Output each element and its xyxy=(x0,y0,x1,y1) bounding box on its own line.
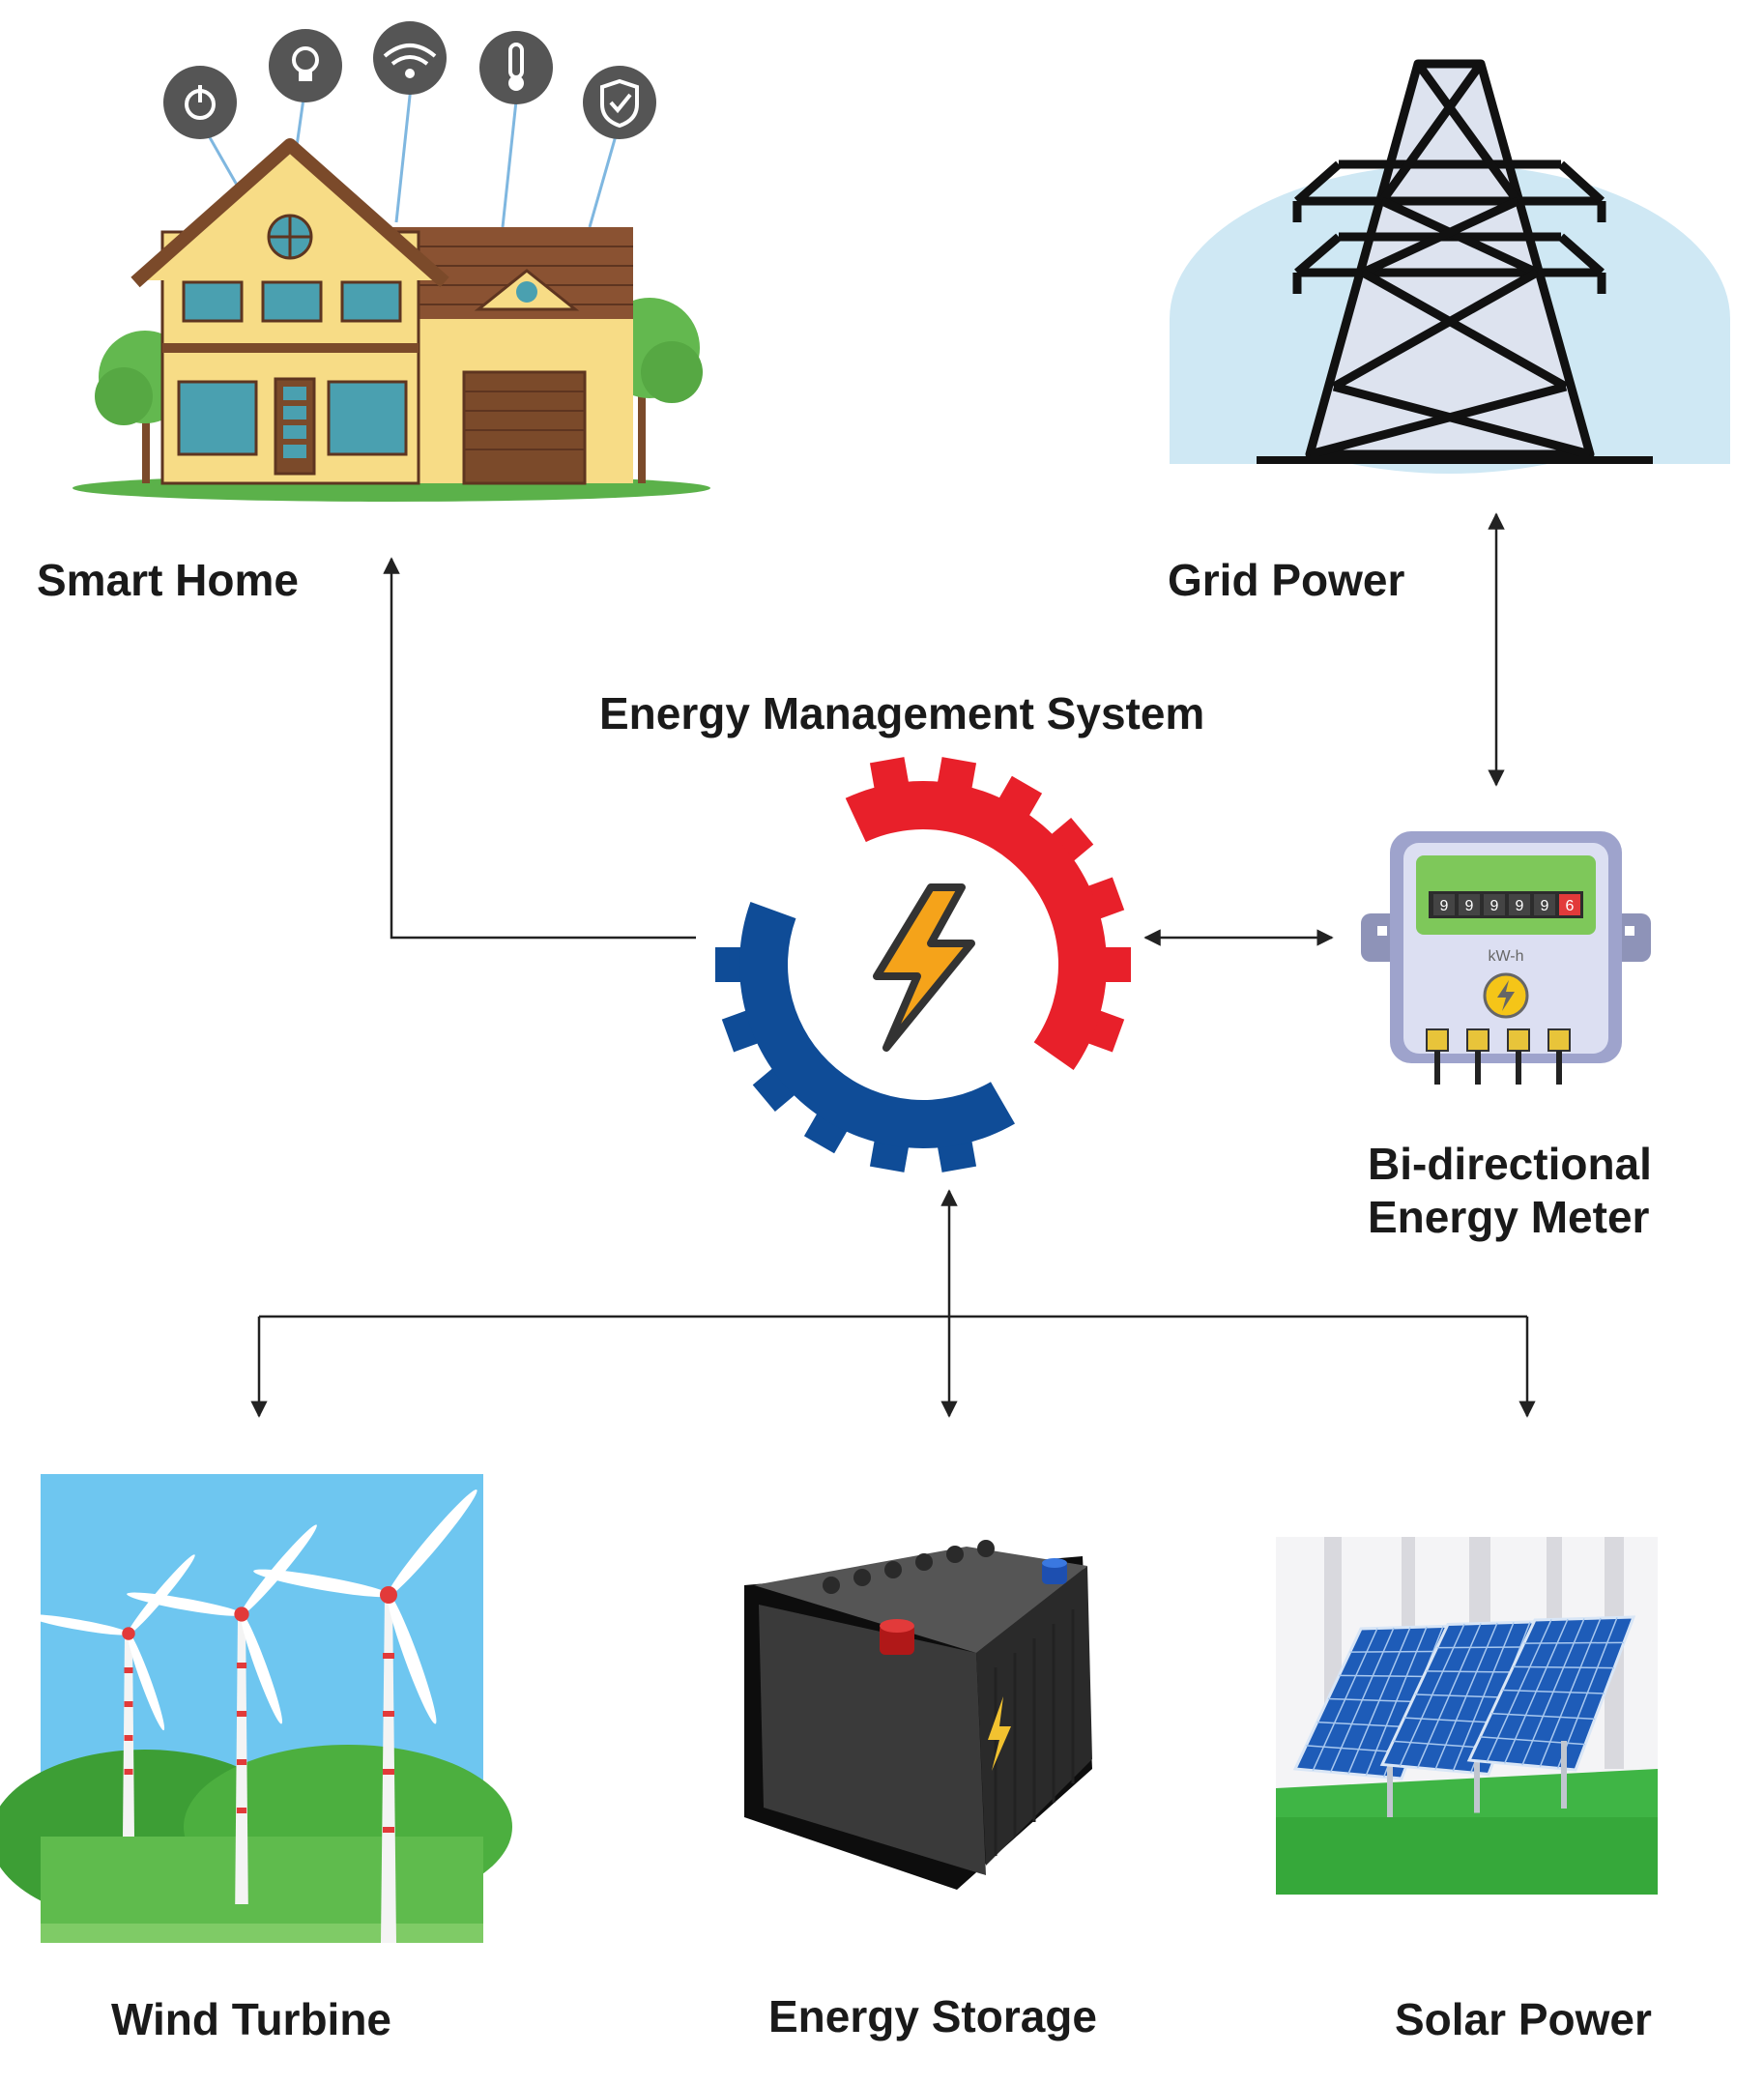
battery-illustration xyxy=(744,1540,1092,1890)
energy-storage-label: Energy Storage xyxy=(768,1991,1097,2041)
thermometer-icon xyxy=(479,31,553,104)
wifi-icon xyxy=(373,21,447,95)
wind-turbine-illustration xyxy=(0,1474,512,1943)
lightning-bolt-icon xyxy=(873,883,975,1052)
grid-power-label: Grid Power xyxy=(1168,555,1405,605)
meter-unit: kW-h xyxy=(1488,948,1523,965)
svg-text:9: 9 xyxy=(1440,898,1449,914)
svg-text:9: 9 xyxy=(1465,898,1474,914)
power-icon xyxy=(163,66,237,139)
meter-label-line1: Bi-directional xyxy=(1368,1139,1652,1189)
solar-panel-illustration xyxy=(1276,1537,1658,1895)
svg-text:9: 9 xyxy=(1541,898,1549,914)
connector-lines xyxy=(250,512,1536,1418)
transmission-tower-illustration xyxy=(1170,59,1730,474)
ems-gear-icon xyxy=(715,757,1131,1172)
shield-check-icon xyxy=(583,66,656,139)
svg-text:6: 6 xyxy=(1566,898,1575,914)
solar-power-label: Solar Power xyxy=(1395,1994,1652,2044)
svg-text:9: 9 xyxy=(1490,898,1499,914)
smart-home-label: Smart Home xyxy=(37,555,299,605)
wind-turbine-label: Wind Turbine xyxy=(111,1994,392,2044)
smart-home-illustration xyxy=(72,21,710,502)
svg-text:9: 9 xyxy=(1516,898,1524,914)
meter-label-line2: Energy Meter xyxy=(1368,1192,1650,1242)
ems-label: Energy Management System xyxy=(599,688,1205,738)
bulb-icon xyxy=(269,29,342,102)
